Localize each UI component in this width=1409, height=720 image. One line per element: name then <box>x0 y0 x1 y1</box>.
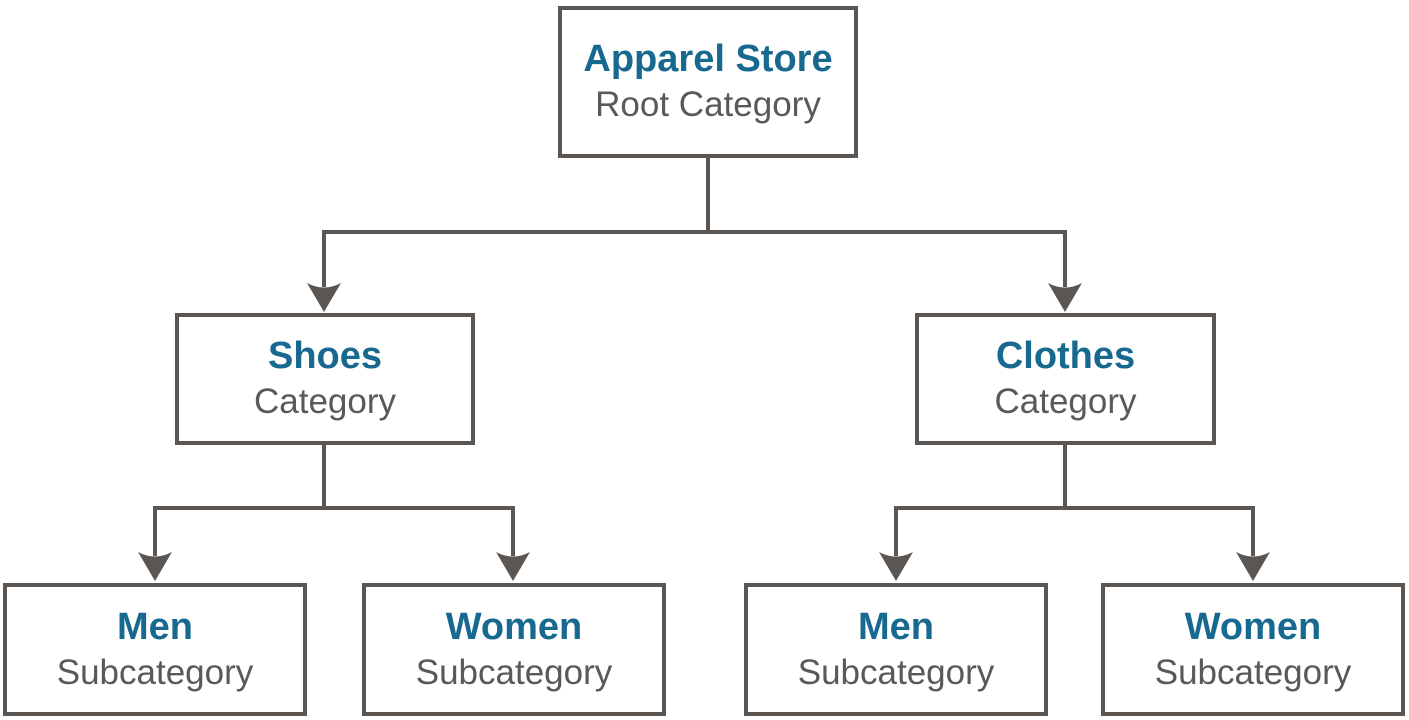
node-subtitle: Subcategory <box>797 652 995 692</box>
node-title: Women <box>445 605 583 648</box>
connector-clothes-branch <box>894 506 1255 556</box>
node-subtitle: Category <box>253 382 397 422</box>
arrowhead-to-shoes-men <box>138 552 172 581</box>
node-apparel-store: Apparel Store Root Category <box>558 6 858 158</box>
node-title: Women <box>1184 605 1322 648</box>
arrowhead-to-clothes <box>1048 283 1082 312</box>
arrowhead-to-clothes-men <box>879 552 913 581</box>
node-subtitle: Root Category <box>595 85 821 125</box>
node-subtitle: Subcategory <box>56 652 254 692</box>
node-title: Clothes <box>995 335 1136 378</box>
connector-shoes-branch <box>153 506 515 556</box>
connector-root-branch <box>322 230 1067 287</box>
node-subtitle: Subcategory <box>1154 652 1352 692</box>
node-clothes-men: Men Subcategory <box>744 583 1048 716</box>
node-shoes-men: Men Subcategory <box>3 583 307 716</box>
node-title: Apparel Store <box>583 38 833 81</box>
arrowhead-to-shoes <box>307 283 341 312</box>
node-clothes: Clothes Category <box>915 313 1216 445</box>
node-title: Men <box>117 605 193 648</box>
node-subtitle: Category <box>994 382 1137 422</box>
node-title: Men <box>858 605 934 648</box>
node-title: Shoes <box>267 335 383 378</box>
node-shoes: Shoes Category <box>175 313 475 445</box>
node-subtitle: Subcategory <box>415 652 613 692</box>
arrowhead-to-clothes-women <box>1236 552 1270 581</box>
node-shoes-women: Women Subcategory <box>362 583 666 716</box>
node-clothes-women: Women Subcategory <box>1101 583 1405 716</box>
arrowhead-to-shoes-women <box>496 552 530 581</box>
